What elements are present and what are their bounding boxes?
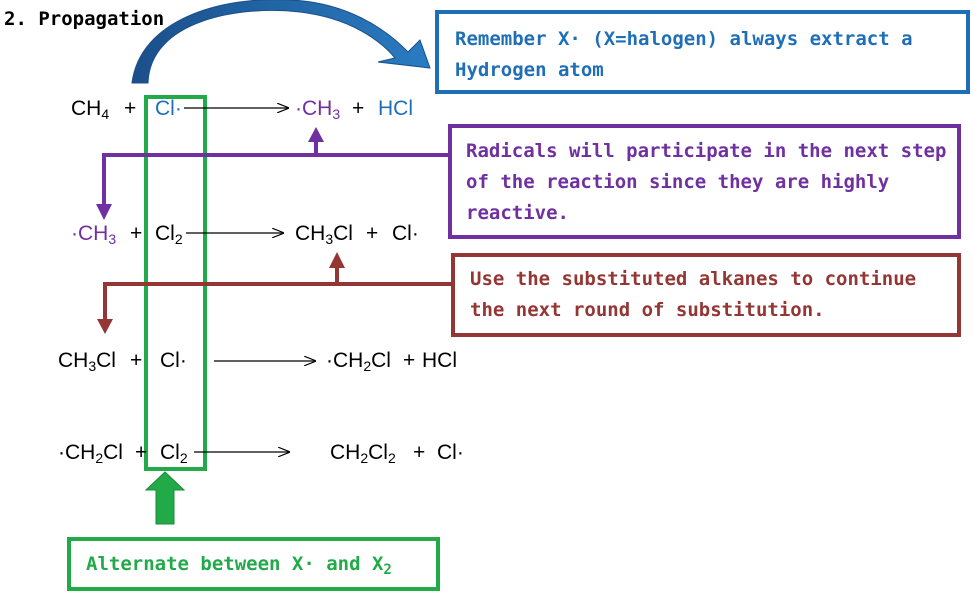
halogen-note-box	[435, 10, 970, 94]
reaction-2-product-2: Cl·	[392, 222, 419, 245]
maroon-down-arrow-icon	[97, 319, 113, 334]
reaction-4-product-1: CH2Cl2	[330, 441, 396, 466]
alternate-note-box	[67, 537, 440, 591]
reaction-2-product-1: CH3Cl	[295, 222, 353, 247]
reaction-4-product-2: Cl·	[437, 441, 464, 464]
reaction-3-plus: +	[130, 349, 143, 372]
reaction-2-plus: +	[130, 222, 143, 245]
reaction-1-product-2: HCl	[378, 97, 413, 120]
substituted-note-box	[451, 253, 961, 337]
curved-arrow-icon	[131, 0, 431, 84]
radicals-note-box	[448, 124, 961, 239]
reaction-1-reactant-2: Cl·	[155, 97, 182, 120]
reaction-2-reactant-1: ·CH3	[71, 222, 117, 247]
substituted-note-text: Use the substituted alkanes to continue …	[470, 268, 917, 321]
reaction-1-reactant-1: CH4	[71, 97, 110, 122]
reaction-3-product-1: ·CH2Cl	[326, 349, 391, 374]
reaction-3-reactant-2: Cl·	[160, 349, 187, 372]
reaction-1-product-1: ·CH3	[295, 97, 341, 122]
maroon-up-arrow-icon	[329, 252, 345, 268]
reaction-3-product-2: HCl	[422, 349, 457, 372]
reaction-4-reactant-1: ·CH2Cl	[58, 441, 123, 466]
halogen-note-text: Remember X· (X=halogen) always extract a…	[455, 28, 913, 81]
section-heading: 2. Propagation	[4, 8, 165, 30]
reaction-2-reactant-2: Cl2	[155, 222, 183, 247]
reaction-3-reactant-1: CH3Cl	[58, 349, 116, 374]
alternate-note-text: Alternate between X· and X2	[86, 553, 392, 578]
radicals-note-text: Radicals will participate in the next st…	[466, 140, 947, 224]
reaction-4-reactant-2: Cl2	[160, 441, 188, 466]
reaction-1-plus: +	[124, 97, 137, 120]
reaction-3-plus-2: +	[403, 349, 416, 372]
reaction-2-plus-2: +	[366, 222, 379, 245]
reaction-4-plus: +	[135, 441, 148, 464]
purple-up-arrow-icon	[308, 127, 324, 142]
reaction-1-plus-2: +	[352, 97, 365, 120]
maroon-connector-line	[103, 282, 453, 322]
purple-down-arrow-icon	[96, 204, 112, 220]
reaction-4-plus-2: +	[413, 441, 426, 464]
green-up-arrow-icon	[144, 471, 186, 525]
purple-connector-line	[102, 153, 450, 208]
